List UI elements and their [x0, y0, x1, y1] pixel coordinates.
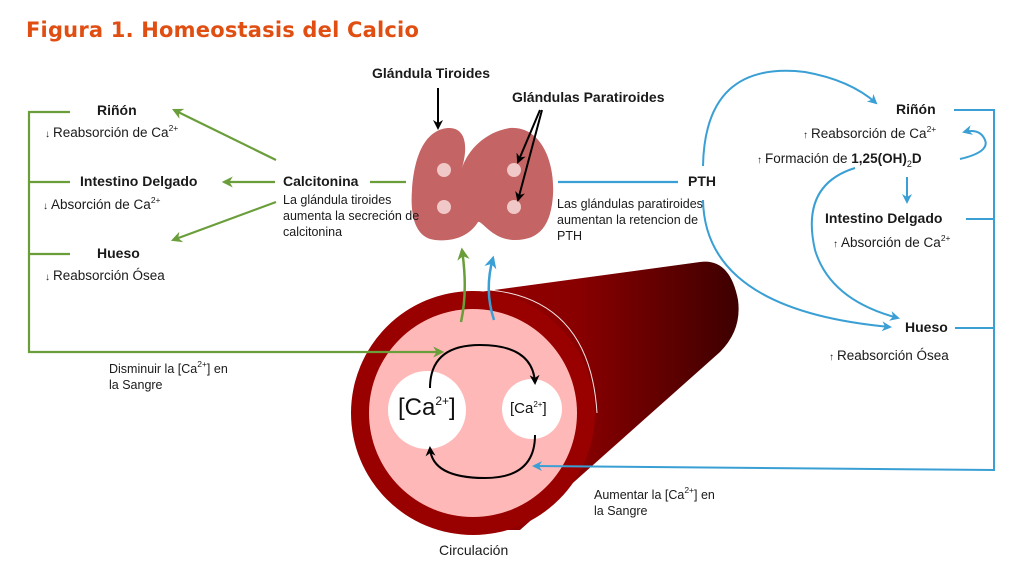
parathyroid-gland — [507, 163, 521, 177]
effect-text: Reabsorción de Ca — [53, 125, 169, 140]
compound-subscript: 2 — [906, 159, 912, 169]
pth-description: Las glándulas paratiroides aumentan la r… — [557, 197, 703, 243]
pool-text: [Ca — [510, 400, 534, 417]
up-arrow-icon: ↑ — [829, 352, 834, 363]
calcitonin-bone-effect: ↓Reabsorción Ósea — [45, 267, 165, 286]
outcome-text: ] en — [206, 362, 228, 376]
calcitonin-to-kidney-arrow — [172, 108, 277, 161]
increase-blood-calcium-label: Aumentar la [Ca2+] en la Sangre — [594, 485, 715, 519]
pth-bracket — [532, 109, 995, 472]
decrease-blood-calcium-label: Disminuir la [Ca2+] en la Sangre — [109, 359, 228, 393]
pth-bone-organ: Hueso — [905, 319, 948, 335]
effect-text: Absorción de Ca — [841, 235, 941, 250]
pth-bone-effect: ↑Reabsorción Ósea — [829, 347, 949, 366]
figure-title: Figura 1. Homeostasis del Calcio — [26, 18, 420, 42]
calcium-pool-low — [502, 379, 562, 439]
parathyroid-gland — [437, 163, 451, 177]
outcome-text: ] en — [694, 488, 715, 502]
vitamin-d-to-bone-arrow — [810, 167, 900, 321]
up-arrow-icon: ↑ — [833, 239, 838, 250]
parathyroid-gland — [437, 200, 451, 214]
circulation-arrow-bottom — [425, 434, 536, 480]
vitamin-d-to-kidney-loop-arrow — [959, 125, 987, 160]
ion-charge: 2+ — [435, 394, 450, 408]
pth-intestine-organ: Intestino Delgado — [825, 210, 943, 226]
down-arrow-icon: ↓ — [45, 129, 50, 140]
ion-charge: 2+ — [926, 124, 937, 134]
pool-text: ] — [449, 394, 456, 421]
up-arrow-icon: ↑ — [757, 155, 762, 166]
ion-charge: 2+ — [197, 359, 207, 369]
calcium-pool-high — [388, 371, 466, 449]
parathyroid-label: Glándulas Paratiroides — [512, 89, 665, 105]
effect-text: Reabsorción Ósea — [837, 348, 949, 363]
pool-text: [Ca — [398, 394, 436, 421]
circulation-to-thyroid-green-arrow — [457, 247, 470, 323]
calcitonin-description: La glándula tiroides aumenta la secreció… — [283, 193, 420, 239]
up-arrow-icon: ↑ — [803, 130, 808, 141]
calcitonin-kidney-organ: Riñón — [97, 102, 137, 118]
blood-vessel-highlight — [489, 289, 598, 414]
compound-text: D — [911, 151, 922, 166]
calcitonin-to-bone-arrow — [170, 200, 277, 243]
calcitonin-label: Calcitonina — [283, 173, 359, 189]
outcome-text: la Sangre — [109, 378, 163, 392]
pth-to-kidney-arrow — [702, 69, 878, 167]
ion-charge: 2+ — [533, 400, 543, 409]
outcome-text: Disminuir la [Ca — [109, 362, 198, 376]
parathyroid-pointer-arrow — [516, 109, 541, 164]
ion-charge: 2+ — [940, 233, 951, 243]
ion-charge: 2+ — [168, 123, 179, 133]
outcome-text: la Sangre — [594, 504, 648, 518]
thyroid-label: Glándula Tiroides — [372, 65, 490, 81]
circulation-label: Circulación — [439, 542, 509, 558]
outcome-text: Aumentar la [Ca — [594, 488, 685, 502]
calcitonin-bracket — [27, 110, 445, 358]
calcitonin-kidney-effect: ↓Reabsorción de Ca2+ — [45, 124, 178, 143]
calcitonin-intestine-organ: Intestino Delgado — [80, 173, 198, 189]
effect-text: Formación de — [765, 151, 852, 166]
pth-kidney-effect-vitamin-d: ↑Formación de 1,25(OH)2D — [757, 150, 922, 169]
pth-kidney-effect-calcium: ↑Reabsorción de Ca2+ — [803, 125, 936, 144]
pth-to-bone-arrow — [702, 199, 892, 332]
parathyroid-pointer-arrow — [515, 109, 543, 202]
down-arrow-icon: ↓ — [43, 201, 48, 212]
compound-text: 1,25(OH) — [851, 151, 907, 166]
calcium-pool-high-label: [Ca2+] — [398, 394, 456, 422]
pth-label: PTH — [688, 173, 716, 189]
effect-text: Reabsorción Ósea — [53, 268, 165, 283]
pool-text: ] — [542, 400, 547, 417]
ion-charge: 2+ — [150, 195, 161, 205]
calcium-pool-low-label: [Ca2+] — [510, 400, 547, 417]
effect-text: Absorción de Ca — [51, 197, 151, 212]
calcitonin-bone-organ: Hueso — [97, 245, 140, 261]
down-arrow-icon: ↓ — [45, 272, 50, 283]
effect-text: Reabsorción de Ca — [811, 126, 927, 141]
circulation-to-parathyroid-blue-arrow — [484, 255, 497, 321]
calcitonin-intestine-effect: ↓Absorción de Ca2+ — [43, 196, 161, 215]
ion-charge: 2+ — [684, 485, 695, 495]
pth-intestine-effect: ↑Absorción de Ca2+ — [833, 234, 951, 253]
pth-kidney-organ: Riñón — [896, 101, 936, 117]
parathyroid-gland — [507, 200, 521, 214]
circulation-arrow-top — [429, 343, 540, 389]
